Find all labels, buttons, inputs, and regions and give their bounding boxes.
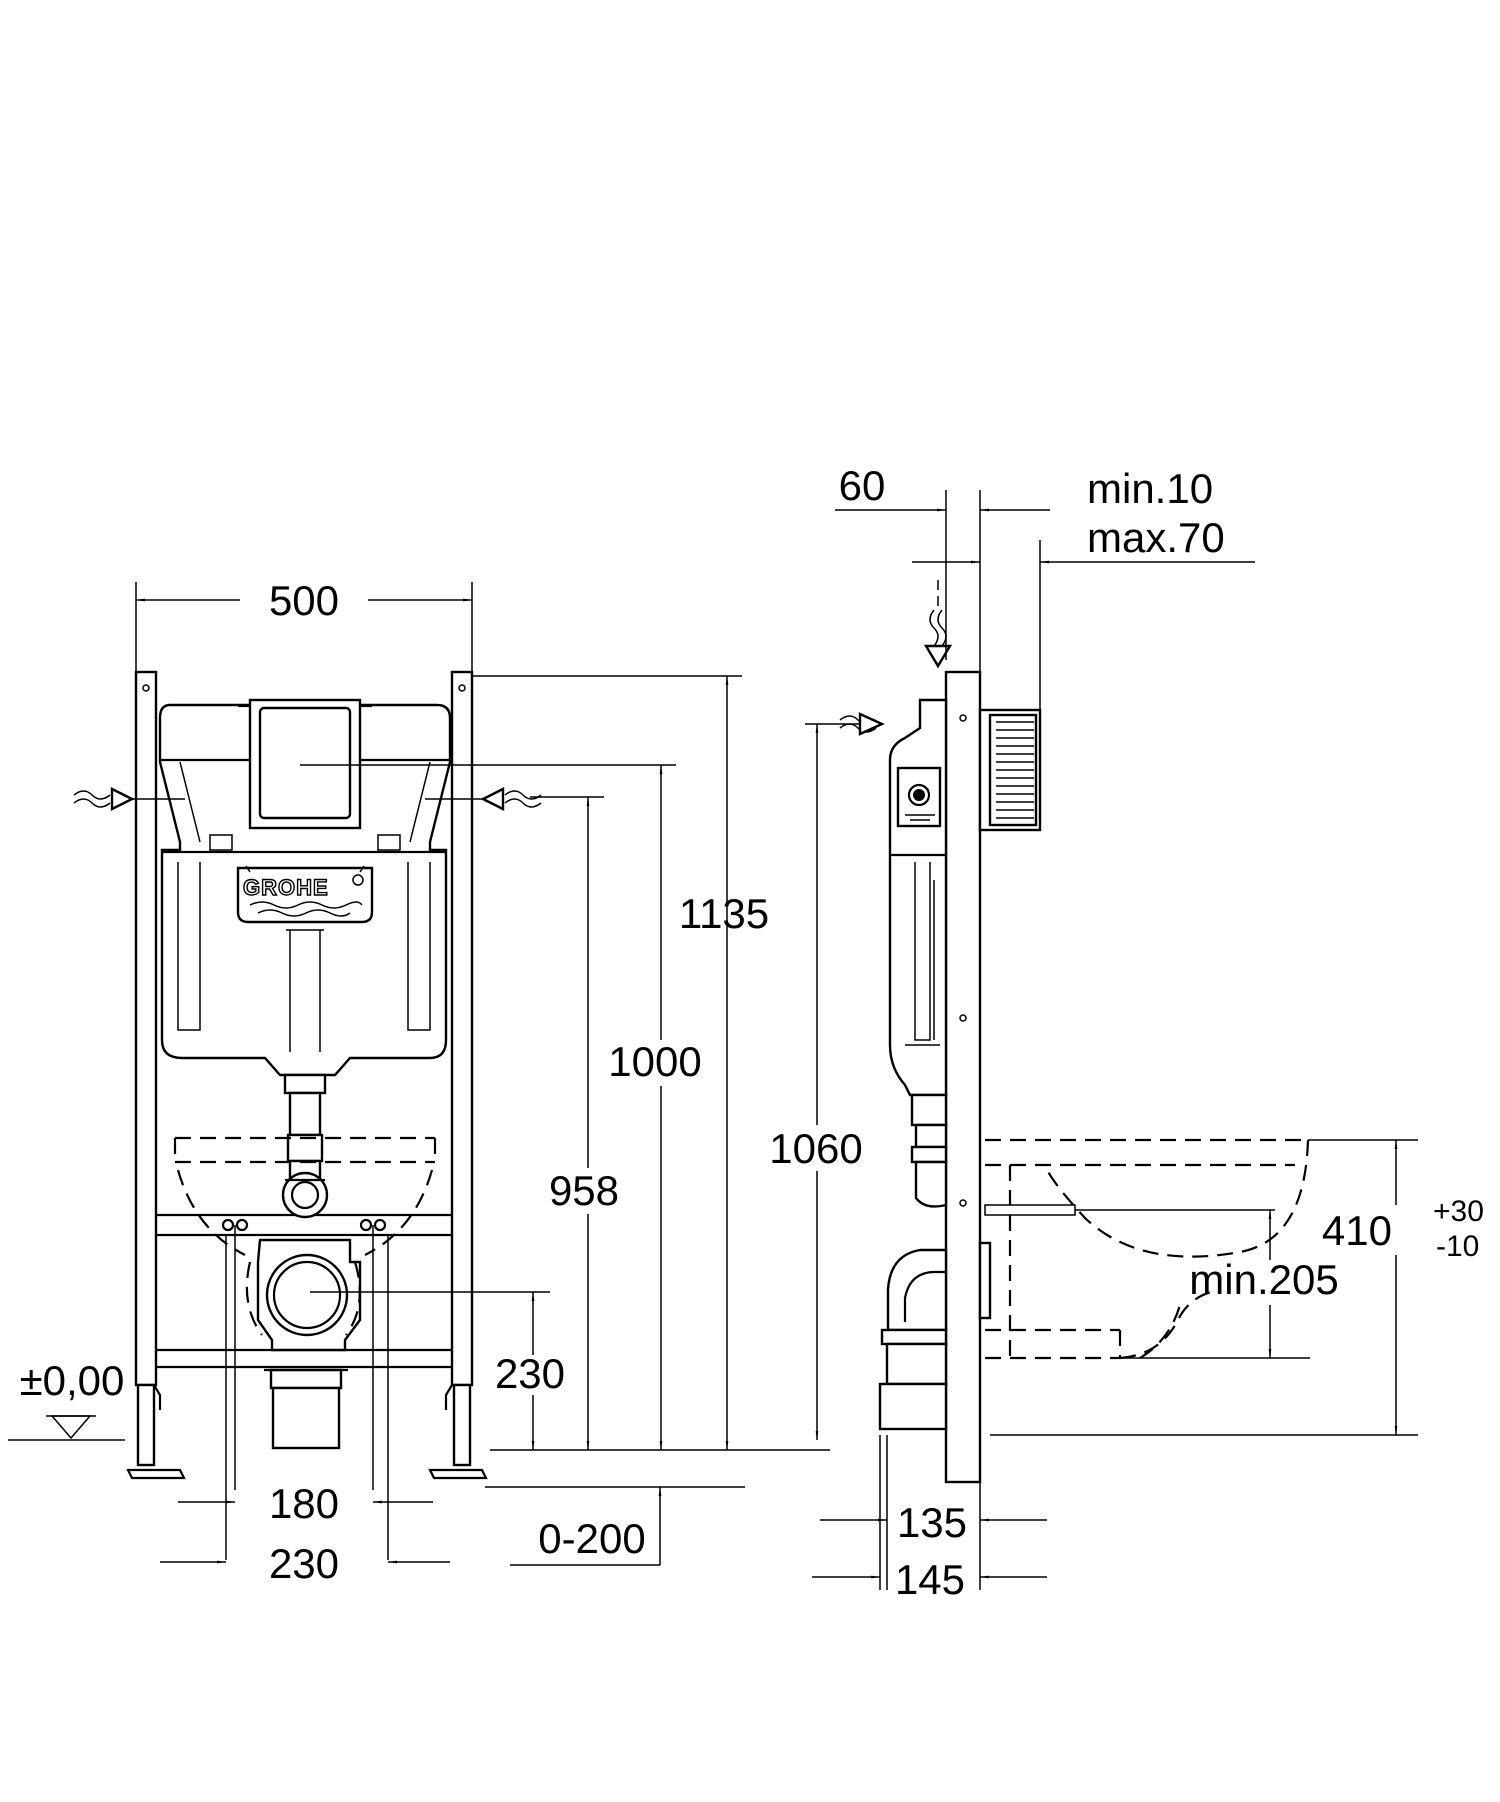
flush-actuator-thread — [978, 708, 1042, 832]
dim-height-total: 1135 — [679, 676, 769, 1450]
floor-level-marker: ±0,00 — [20, 1357, 125, 1440]
flush-pipe — [281, 1073, 329, 1219]
dim-bolt-height-label: min.205 — [1189, 1256, 1338, 1303]
dim-foot-adjust-label: 0-200 — [538, 1515, 645, 1562]
dim-bolt-spacing: 180 — [178, 1480, 433, 1527]
dim-drain-height-label: 230 — [495, 1350, 565, 1397]
toilet-pan-outline-front — [173, 1136, 437, 1336]
dim-height-flush: 1000 — [600, 765, 710, 1450]
dim-width-label: 500 — [269, 577, 339, 624]
dim-extension-lines — [8, 675, 830, 1488]
dim-foot-adjust: 0-200 — [510, 1487, 662, 1566]
dim-seat-tol-minus: -10 — [1436, 1230, 1479, 1263]
dim-depth-135-label: 135 — [897, 1499, 967, 1546]
drain-bend-side — [878, 1241, 992, 1431]
frame-right-post — [428, 670, 488, 1480]
dim-width: 500 — [135, 577, 473, 672]
flush-pipe-side — [910, 1093, 948, 1208]
dim-height-total-label: 1135 — [679, 890, 769, 937]
cistern: GROHE — [158, 698, 452, 1077]
dim-top-offset: 60 — [835, 462, 1050, 672]
dim-seat-height: 410 +30 -10 — [1308, 1139, 1484, 1435]
dim-depth-145-label: 145 — [895, 1556, 965, 1603]
frame-side-post — [944, 670, 982, 1484]
dim-drain-spacing-label: 230 — [269, 1540, 339, 1587]
water-inlet-symbols-front — [73, 787, 542, 811]
dim-depth: 135 145 — [812, 1435, 1047, 1603]
grohe-logo: GROHE — [243, 875, 329, 900]
dim-inlet-height-side-label: 1060 — [769, 1125, 862, 1172]
dim-top-offset-label: 60 — [839, 462, 886, 509]
dim-wall-max-label: max.70 — [1087, 514, 1225, 561]
drain-outlet — [256, 1238, 362, 1450]
frame-left-post — [126, 670, 186, 1480]
front-view: GROHE — [8, 577, 830, 1587]
mounting-bolts — [221, 1218, 389, 1560]
side-view: 60 min.10 max.70 1060 410 +30 -10 — [760, 462, 1484, 1603]
dim-drain-height: 230 — [495, 1292, 565, 1450]
dim-drain-spacing: 230 — [160, 1540, 450, 1587]
dim-wall-min-label: min.10 — [1087, 465, 1213, 512]
toilet-pan-outline-side — [984, 1138, 1310, 1360]
dim-height-flush-label: 1000 — [608, 1038, 701, 1085]
floor-level-label: ±0,00 — [20, 1357, 125, 1404]
dim-seat-height-label: 410 — [1322, 1207, 1392, 1254]
dim-inlet-height-side: 1060 — [760, 724, 870, 1440]
dim-height-inlet-label: 958 — [549, 1167, 619, 1214]
dim-bolt-spacing-label: 180 — [269, 1480, 339, 1527]
cistern-side — [888, 698, 948, 1097]
dim-seat-tol-plus: +30 — [1433, 1195, 1484, 1228]
dim-wall-thickness: min.10 max.70 — [912, 465, 1255, 710]
dim-height-inlet: 958 — [540, 797, 630, 1450]
dim-bolt-height: min.205 — [1120, 1210, 1339, 1359]
